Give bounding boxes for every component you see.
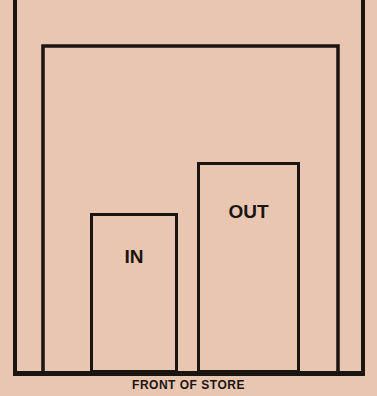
inner-frame (43, 46, 338, 374)
door-box: IN (90, 213, 178, 373)
door-box: OUT (197, 162, 300, 373)
door-label: OUT (200, 201, 297, 223)
door-label: IN (93, 246, 175, 268)
ground-line (13, 371, 365, 375)
outer-frame (15, 0, 363, 374)
caption: FRONT OF STORE (0, 378, 377, 392)
